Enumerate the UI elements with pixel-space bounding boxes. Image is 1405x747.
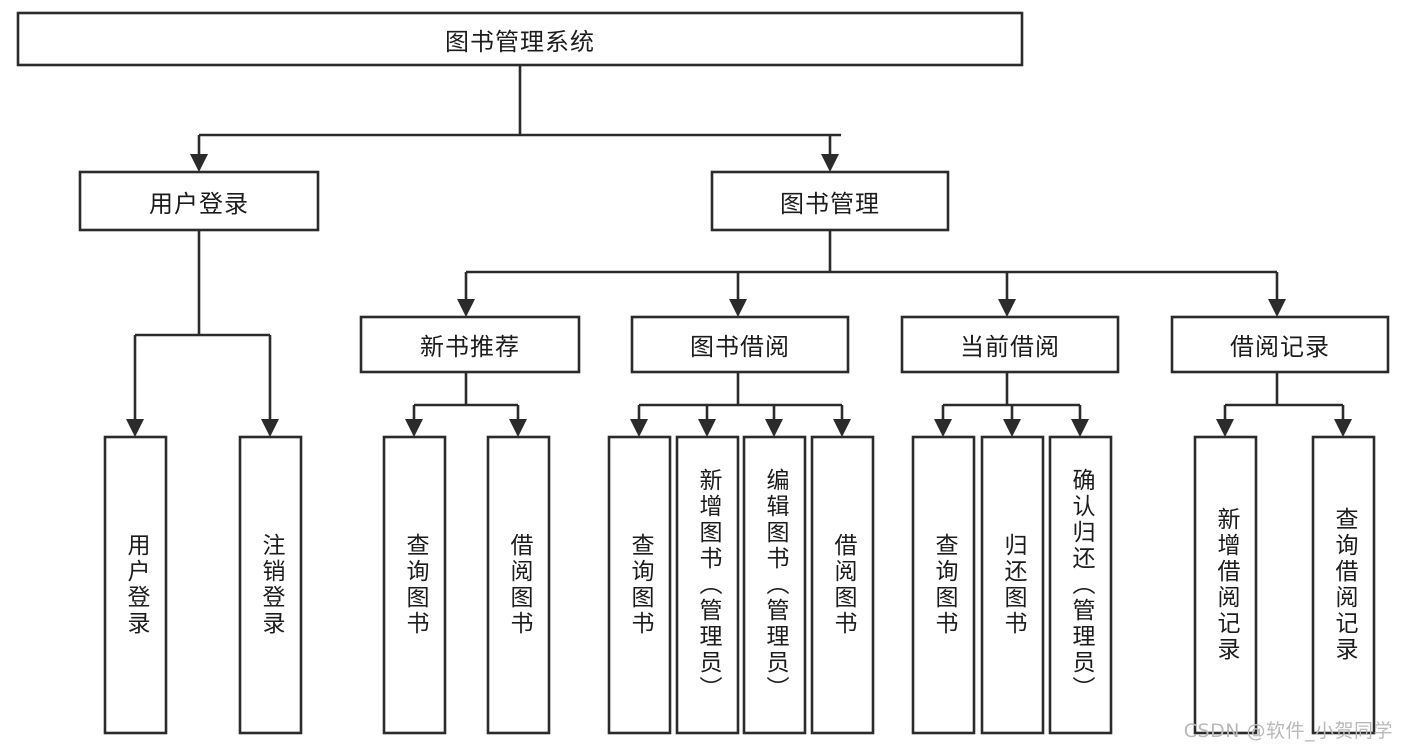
leaf-box-0[interactable] — [103, 435, 168, 735]
node-new-book-recommend[interactable] — [359, 315, 581, 374]
leaf-box-5[interactable] — [675, 435, 740, 735]
leaf-box-1[interactable] — [238, 435, 303, 735]
edge-borrow-to-leaves — [630, 372, 851, 437]
node-current-borrow[interactable] — [900, 315, 1120, 374]
leaf-box-4[interactable] — [607, 435, 672, 735]
leaf-box-11[interactable] — [1193, 435, 1258, 735]
leaf-box-8[interactable] — [911, 435, 976, 735]
edge-current-to-leaves — [934, 372, 1089, 437]
edge-records-to-leaves — [1216, 372, 1352, 437]
leaf-box-9[interactable] — [980, 435, 1045, 735]
leaf-box-10[interactable] — [1048, 435, 1113, 735]
edge-root-to-level1 — [190, 65, 841, 172]
edge-bookmgmt-to-level2 — [457, 230, 1286, 317]
edge-login-to-leaves — [126, 230, 279, 437]
node-book-borrow[interactable] — [630, 315, 850, 374]
node-book-management[interactable] — [710, 170, 950, 232]
node-borrow-records[interactable] — [1170, 315, 1390, 374]
leaf-box-7[interactable] — [810, 435, 875, 735]
leaf-box-3[interactable] — [486, 435, 551, 735]
leaf-box-6[interactable] — [742, 435, 807, 735]
edge-newbook-to-leaves — [405, 372, 527, 437]
leaf-box-2[interactable] — [382, 435, 447, 735]
node-user-login[interactable] — [78, 170, 320, 232]
leaf-box-12[interactable] — [1311, 435, 1376, 735]
node-root[interactable] — [16, 11, 1024, 67]
watermark: CSDN @软件_小贺同学 — [1183, 720, 1393, 742]
